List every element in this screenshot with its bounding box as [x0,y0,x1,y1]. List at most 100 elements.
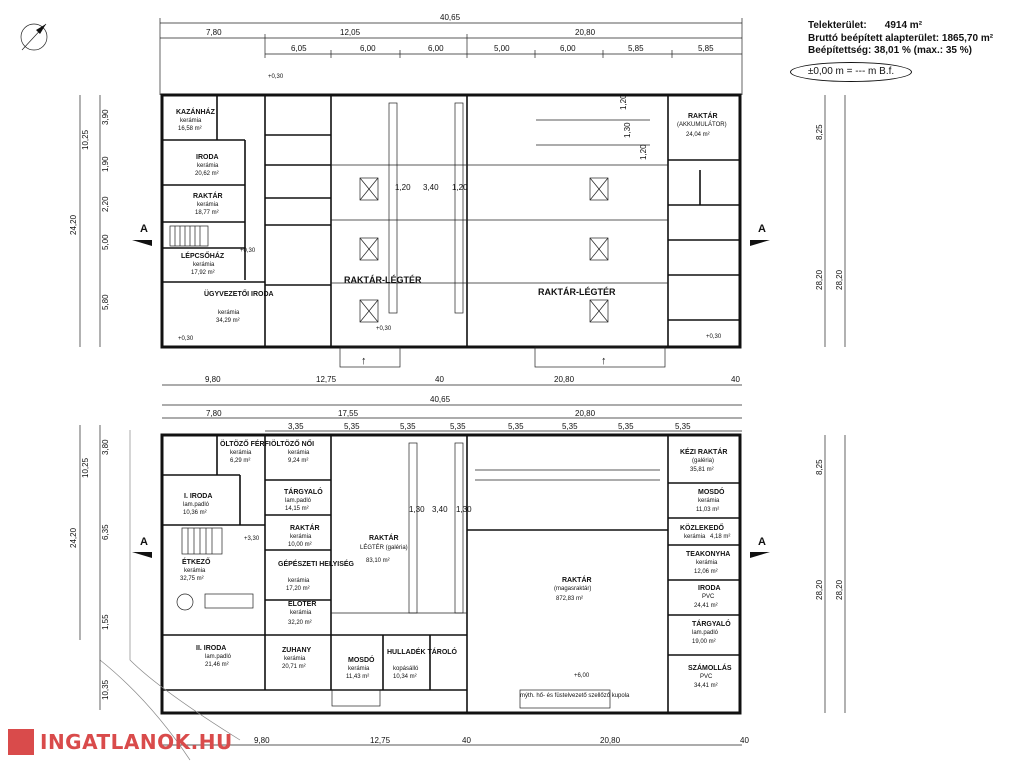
logo-text: INGATLANOK.HU [40,730,233,754]
svg-text:kerámia: kerámia [197,163,219,169]
room-eloter: ELŐTÉR kerámia 32,20 m² [288,599,316,626]
room-raktar-legter: RAKTÁR-LÉGTÉR [538,287,616,297]
svg-text:lam.padló: lam.padló [205,654,232,660]
room-i-iroda: I. IRODA lam.padló 10,36 m² [183,493,212,516]
svg-text:34,29 m²: 34,29 m² [216,318,240,324]
svg-text:(galéria): (galéria) [692,458,714,464]
svg-text:34,41 m²: 34,41 m² [694,683,718,689]
bottom-floor-plan: 40,65 7,80 17,55 20,80 3,35 5,35 5,35 5,… [69,395,846,761]
svg-text:83,10 m²: 83,10 m² [366,558,390,564]
room-raktar-magasraktar: RAKTÁR (magasraktár) 872,83 m² [554,575,592,602]
svg-text:kerámia: kerámia [696,560,718,566]
level-mark: +0,30 [268,74,284,80]
room-iroda: IRODA kerámia 20,62 m² [195,154,219,177]
dim: 5,35 [562,422,578,431]
svg-text:RAKTÁR: RAKTÁR [369,533,399,542]
svg-text:PVC: PVC [702,594,715,600]
dim: 20,80 [575,28,596,37]
dim: 5,35 [344,422,360,431]
room-raktar-legter: RAKTÁR-LÉGTÉR [344,275,422,285]
svg-text:19,00 m²: 19,00 m² [692,639,716,645]
section-mark: A [140,536,148,548]
dim: 1,20 [395,183,411,192]
dim: 20,80 [600,736,621,745]
room-targyalo-right: TÁRGYALÓ lam.padló 19,00 m² [692,619,731,645]
svg-text:32,20 m²: 32,20 m² [288,620,312,626]
room-mosdo: MOSDÓ kerámia 11,43 m² [346,655,375,680]
dim: 1,20 [619,94,628,110]
dim: 3,40 [432,505,448,514]
dim: 6,00 [360,44,376,53]
section-mark: A [758,536,766,548]
coverage-value: 38,01 % (max.: 35 %) [874,45,972,56]
dim: 28,20 [835,579,844,600]
dim: 28,20 [815,579,824,600]
dim: 6,35 [101,524,110,540]
skylight-icon [359,177,609,323]
room-gepeszeti: GÉPÉSZETI HELYISÉG kerámia 17,20 m² [278,559,355,592]
svg-text:kerámia: kerámia [197,202,219,208]
svg-text:11,03 m²: 11,03 m² [696,507,719,513]
dim: 1,55 [101,614,110,630]
room-ii-iroda: II. IRODA lam.padló 21,46 m² [196,645,232,668]
level-mark: +6,00 [574,673,590,679]
dim: 3,35 [288,422,304,431]
dim: 24,20 [69,527,78,548]
svg-text:kerámia: kerámia [193,262,215,268]
dim: 6,00 [428,44,444,53]
dim: 40 [462,736,471,745]
svg-text:PVC: PVC [700,674,713,680]
dim: 7,80 [206,28,222,37]
dim: 3,80 [101,439,110,455]
dim: 7,80 [206,409,222,418]
dim: 3,40 [423,183,439,192]
level-mark: +0,30 [376,326,392,332]
svg-text:kerámia: kerámia [348,666,370,672]
room-lepcsohaz: LÉPCSŐHÁZ kerámia 17,92 m² [181,251,225,276]
svg-text:4,18 m²: 4,18 m² [710,534,730,540]
coverage-row: Beépítettség: 38,01 % (max.: 35 %) [808,45,993,58]
svg-text:kerámia: kerámia [290,534,312,540]
svg-text:kerámia: kerámia [698,498,720,504]
room-mosdo-right: MOSDÓ kerámia 11,03 m² [696,487,725,513]
svg-text:kerámia: kerámia [180,118,202,124]
svg-text:kerámia: kerámia [684,534,706,540]
svg-text:ÖLTÖZŐ FÉRFI: ÖLTÖZŐ FÉRFI [220,439,271,448]
dim: 2,20 [101,196,110,212]
svg-text:RAKTÁR: RAKTÁR [562,575,592,584]
svg-text:SZÁMOLLÁS: SZÁMOLLÁS [688,663,732,672]
svg-text:24,41 m²: 24,41 m² [694,603,718,609]
svg-text:LÉPCSŐHÁZ: LÉPCSŐHÁZ [181,251,225,260]
dim: 24,20 [69,214,78,235]
room-raktar-legter-galeria: RAKTÁR LÉGTÉR (galéria) 83,10 m² [360,533,408,564]
built-area-row: Bruttó beépített alapterület: 1865,70 m² [808,33,993,46]
room-raktar: RAKTÁR kerámia 18,77 m² [193,191,223,216]
svg-text:IRODA: IRODA [698,585,721,592]
svg-text:kerámia: kerámia [230,450,252,456]
svg-text:RAKTÁR: RAKTÁR [688,111,718,120]
table-icon [176,593,254,611]
svg-text:TÁRGYALÓ: TÁRGYALÓ [284,487,323,496]
dim: 5,80 [101,294,110,310]
plot-area-value: 4914 m² [884,20,923,31]
svg-text:RAKTÁR: RAKTÁR [290,523,320,532]
dim: 9,80 [205,375,221,384]
level-mark: +0,30 [240,248,256,254]
dim: 10,25 [81,129,90,150]
svg-text:32,75 m²: 32,75 m² [180,576,204,582]
room-teakonyha: TEAKONYHA kerámia 12,06 m² [686,551,730,575]
dim: 28,20 [815,269,824,290]
room-zuhany: ZUHANY kerámia 20,71 m² [282,647,311,670]
svg-text:HULLADÉK TÁROLÓ: HULLADÉK TÁROLÓ [387,647,458,656]
dim: 20,80 [554,375,575,384]
dim: 1,30 [409,505,425,514]
svg-text:kerámia: kerámia [218,310,240,316]
svg-text:ÖLTÖZŐ NŐI: ÖLTÖZŐ NŐI [271,439,314,448]
svg-text:lam.padló: lam.padló [285,498,312,504]
level-mark: +0,30 [178,336,194,342]
svg-text:ZUHANY: ZUHANY [282,647,311,654]
dim: 1,20 [639,144,648,160]
room-szamollas: SZÁMOLLÁS PVC 34,41 m² [688,663,732,689]
dim: 5,00 [101,234,110,250]
dim: 8,25 [815,459,824,475]
